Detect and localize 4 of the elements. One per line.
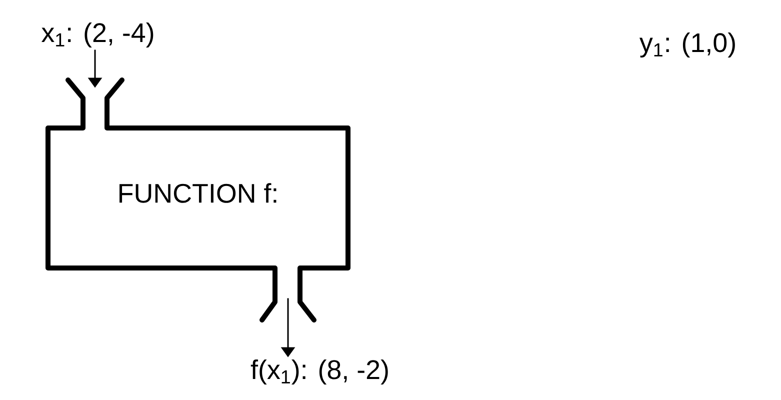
function-machine: FUNCTION f: <box>46 78 350 322</box>
value-label: x$_{1}$: (2, -4) <box>42 22 154 48</box>
value-label: y$_{1}$: (1,0) <box>639 32 735 58</box>
value-label: f(x$_{1}$): (8, -2) <box>250 359 388 385</box>
